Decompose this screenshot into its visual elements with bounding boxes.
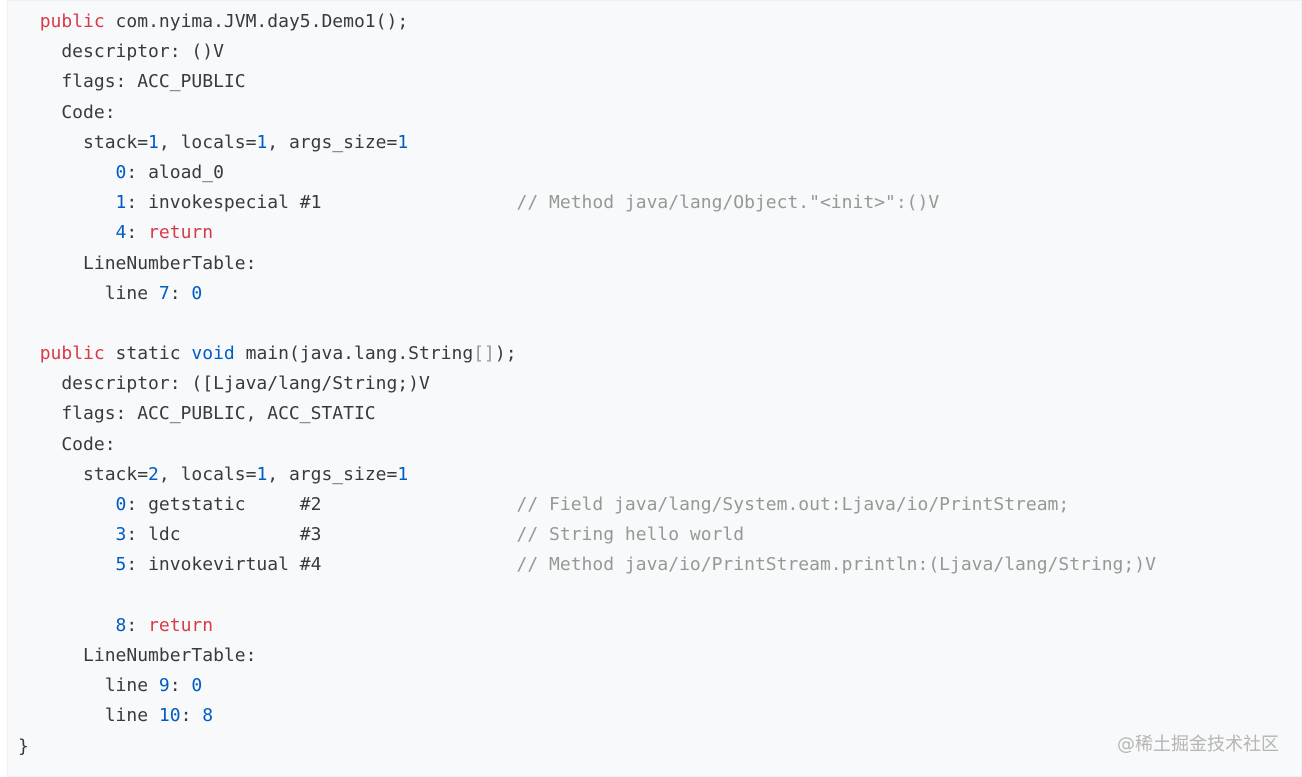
code-token: ); xyxy=(494,343,517,365)
code-line: } xyxy=(18,732,1156,762)
code-line: flags: ACC_PUBLIC, ACC_STATIC xyxy=(18,399,1156,429)
code-token: descriptor: ([Ljava/lang/String;)V xyxy=(18,373,430,395)
code-line: public static void main(java.lang.String… xyxy=(18,339,1156,369)
code-token: , locals= xyxy=(158,463,257,485)
code-token: 4 xyxy=(115,222,127,244)
code-line: stack=1, locals=1, args_size=1 xyxy=(18,128,1156,158)
code-token: 8 xyxy=(202,705,214,727)
code-token xyxy=(18,11,40,32)
code-token: 0 xyxy=(115,494,127,515)
code-token xyxy=(18,494,116,515)
code-token: public xyxy=(39,343,105,365)
code-token xyxy=(18,162,116,183)
code-line: line 9: 0 xyxy=(18,671,1156,701)
code-token: // Method java/io/PrintStream.println:(L… xyxy=(516,554,1156,576)
code-token: 10 xyxy=(158,705,181,727)
code-line: Code: xyxy=(18,98,1156,128)
code-token: 1 xyxy=(115,192,127,214)
code-token: LineNumberTable: xyxy=(18,644,257,666)
code-line: 3: ldc #3 // String hello world xyxy=(18,520,1156,550)
bytecode-listing: public com.nyima.JVM.day5.Demo1(); descr… xyxy=(18,7,1156,762)
code-token: 1 xyxy=(397,131,409,153)
code-token: return xyxy=(148,222,214,244)
code-line: 0: aload_0 xyxy=(18,158,1156,188)
code-token: line xyxy=(18,675,159,697)
code-line xyxy=(18,581,1156,611)
code-token: 9 xyxy=(158,675,170,697)
code-token: // Field java/lang/System.out:Ljava/io/P… xyxy=(516,494,1070,515)
code-token: 1 xyxy=(148,131,159,153)
code-token: [] xyxy=(473,343,495,365)
code-token: void xyxy=(191,343,235,365)
code-token: // String hello world xyxy=(516,524,745,546)
code-token: Code: xyxy=(18,433,116,455)
code-line: LineNumberTable: xyxy=(18,641,1156,671)
code-token: , args_size= xyxy=(267,463,398,485)
code-token: line xyxy=(18,705,159,727)
code-line: LineNumberTable: xyxy=(18,249,1156,279)
code-token: 0 xyxy=(191,675,203,697)
code-token: 7 xyxy=(158,282,170,304)
code-block: public com.nyima.JVM.day5.Demo1(); descr… xyxy=(7,0,1302,777)
code-token: : xyxy=(169,675,192,697)
code-token: 1 xyxy=(256,131,268,153)
code-token: stack= xyxy=(18,463,149,485)
code-token: 0 xyxy=(115,161,127,183)
code-token xyxy=(18,615,116,636)
code-line: stack=2, locals=1, args_size=1 xyxy=(18,460,1156,490)
code-token: : getstatic #2 xyxy=(126,494,517,515)
code-token: } xyxy=(18,735,29,757)
code-token: 2 xyxy=(148,463,159,485)
code-token: : invokespecial #1 xyxy=(126,192,517,214)
code-token: , locals= xyxy=(158,131,257,153)
code-token: : xyxy=(169,282,192,304)
code-token: main(java.lang.String xyxy=(234,343,474,365)
code-token: // Method java/lang/Object."<init>":()V xyxy=(516,192,940,214)
code-token: 3 xyxy=(115,524,127,546)
code-line: descriptor: ([Ljava/lang/String;)V xyxy=(18,369,1156,399)
code-line: 8: return xyxy=(18,611,1156,641)
code-token: 1 xyxy=(397,463,409,485)
code-token xyxy=(18,192,116,213)
code-line: 1: invokespecial #1 // Method java/lang/… xyxy=(18,188,1156,218)
code-token: 1 xyxy=(256,463,268,485)
code-line: 5: invokevirtual #4 // Method java/io/Pr… xyxy=(18,550,1156,580)
code-line: line 10: 8 xyxy=(18,701,1156,731)
code-token: : invokevirtual #4 xyxy=(126,554,517,576)
code-line: flags: ACC_PUBLIC xyxy=(18,67,1156,97)
code-line: line 7: 0 xyxy=(18,279,1156,309)
code-token: static xyxy=(104,343,192,365)
code-token: flags: ACC_PUBLIC, ACC_STATIC xyxy=(18,403,376,425)
site-watermark: @稀土掘金技术社区 xyxy=(1117,734,1279,755)
code-line: 4: return xyxy=(18,218,1156,248)
code-token xyxy=(18,222,116,243)
code-token: line xyxy=(18,282,159,304)
code-token: 8 xyxy=(115,614,127,636)
code-token: return xyxy=(148,614,214,636)
code-line: public com.nyima.JVM.day5.Demo1(); xyxy=(18,7,1156,37)
code-token: 5 xyxy=(115,554,127,576)
code-token: descriptor: ()V xyxy=(18,41,224,63)
code-token: flags: ACC_PUBLIC xyxy=(18,71,246,93)
code-token: : xyxy=(180,705,203,727)
code-line: 0: getstatic #2 // Field java/lang/Syste… xyxy=(18,490,1156,520)
code-token: : xyxy=(126,222,149,244)
code-line: Code: xyxy=(18,430,1156,460)
code-token: LineNumberTable: xyxy=(18,252,257,274)
code-token xyxy=(18,343,40,364)
code-token: public xyxy=(39,11,105,32)
code-token: : aload_0 xyxy=(126,161,224,183)
code-token: , args_size= xyxy=(267,131,398,153)
code-line xyxy=(18,309,1156,339)
code-line: descriptor: ()V xyxy=(18,37,1156,67)
code-token xyxy=(18,554,116,575)
code-token: : xyxy=(126,614,149,636)
code-token: : ldc #3 xyxy=(126,524,517,546)
code-token: stack= xyxy=(18,131,149,153)
code-token: Code: xyxy=(18,101,116,123)
code-token: com.nyima.JVM.day5.Demo1(); xyxy=(104,11,409,32)
code-token xyxy=(18,524,116,545)
code-token: 0 xyxy=(191,282,203,304)
